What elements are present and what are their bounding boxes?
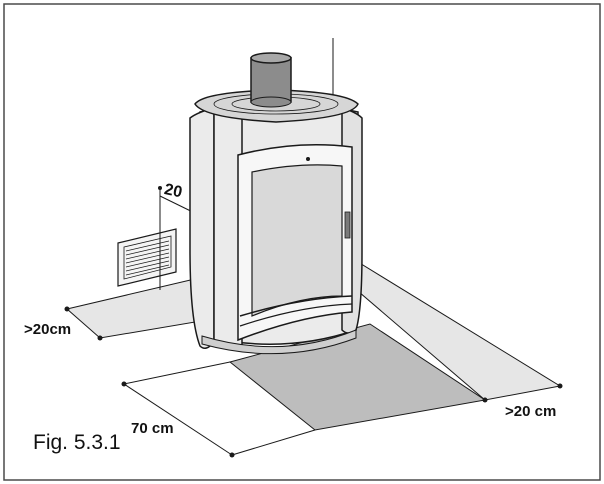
figure-caption: Fig. 5.3.1 (33, 431, 121, 454)
front-dim-line-1 (123, 361, 231, 385)
figure-frame (3, 3, 601, 481)
stove (189, 89, 363, 355)
door-handle (344, 211, 351, 239)
front-dim-line-2 (123, 383, 233, 456)
wall-clearance-label: 20 (162, 181, 184, 202)
dim-dot (97, 335, 103, 341)
dim-dot (121, 381, 127, 387)
dim-dot (557, 383, 563, 389)
wall-vent-grille (117, 228, 177, 287)
right-clearance-label: >20 cm (505, 403, 557, 420)
dim-dot (229, 452, 235, 458)
left-floor-strip (65, 277, 208, 339)
left-clearance-label: >20cm (24, 321, 72, 338)
flue-pipe (250, 52, 292, 108)
dim-dot (482, 397, 488, 403)
door-glass (251, 164, 343, 317)
dim-dot (64, 306, 70, 312)
front-dim-line-3 (231, 429, 316, 456)
dim-dot (158, 186, 162, 190)
front-clearance-label: 70 cm (131, 420, 174, 437)
